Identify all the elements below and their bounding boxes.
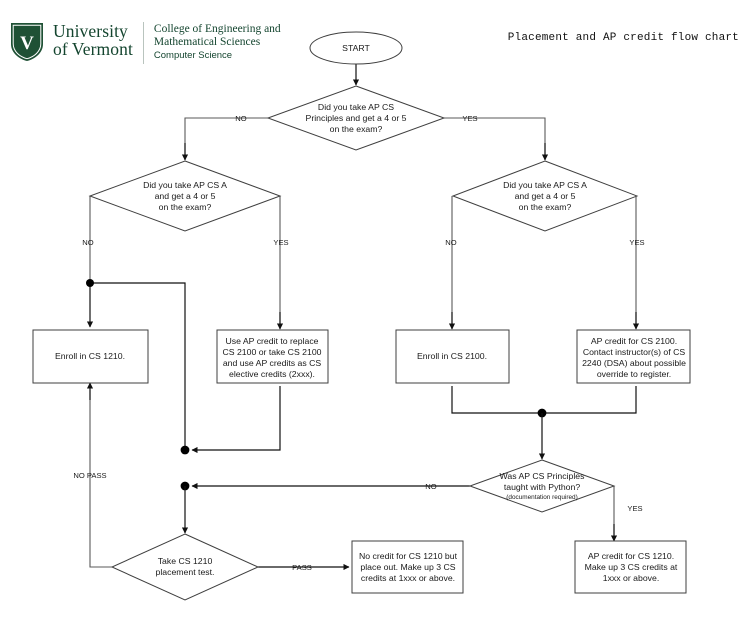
edge-apcredit2100-to-junction (546, 386, 637, 414)
apcredit1210-line-3: 1xxx or above. (603, 573, 660, 583)
node-question-ap-cs-a-left[interactable]: Did you take AP CS A and get a 4 or 5 on… (88, 160, 282, 232)
placement-line-2: placement test. (156, 567, 215, 577)
junction-dot-left (86, 279, 94, 287)
node-question-python[interactable]: Was AP CS Principles taught with Python?… (468, 459, 616, 513)
page-header: V University of Vermont College of Engin… (0, 0, 750, 80)
nocredit1210-line-3: credits at 1xxx or above. (361, 573, 455, 583)
university-line-2: of Vermont (53, 38, 133, 59)
decision-placement-shape (110, 533, 260, 601)
apcredit2100-line-2: Contact instructor(s) of CS (583, 347, 686, 357)
college-name: College of Engineering and Mathematical … (154, 22, 281, 62)
python-line-3: (documentation required) (506, 494, 577, 501)
edge-label-python-yes: YES (627, 504, 642, 513)
edge-label-apcsa-right-yes: YES (629, 238, 644, 247)
start-label: START (342, 43, 370, 53)
process-useap-shape (216, 329, 329, 384)
edge-label-apcsa-left-no: NO (82, 238, 93, 247)
enroll2100-line-1: Enroll in CS 2100. (417, 351, 487, 361)
apcredit2100-line-4: override to register. (597, 369, 671, 379)
python-line-1: Was AP CS Principles (500, 471, 586, 481)
node-ap-credit-cs-1210[interactable]: AP credit for CS 1210. Make up 3 CS cred… (574, 540, 687, 594)
university-wordmark: University of Vermont (53, 22, 133, 59)
edge-junction-right-down (90, 282, 186, 447)
decision-apcsa-right-shape (451, 160, 639, 232)
node-enroll-cs-1210[interactable]: Enroll in CS 1210. (32, 329, 149, 384)
edge-label-principles-no: NO (235, 114, 246, 123)
college-line-1: College of Engineering and (153, 23, 281, 35)
edge-label-principles-yes: YES (462, 114, 477, 123)
university-line-1: University (53, 21, 128, 41)
junction-dot-mid-upper (180, 445, 190, 455)
edge-principles-no (184, 117, 269, 157)
decision-python-shape (468, 459, 616, 513)
node-question-ap-cs-principles[interactable]: Did you take AP CS Principles and get a … (266, 85, 446, 151)
process-nocredit1210-shape (351, 540, 464, 594)
college-line-2: Mathematical Sciences (153, 35, 261, 48)
apcredit2100-line-3: 2240 (DSA) about possible (582, 358, 686, 368)
edge-useap-to-junction (191, 386, 281, 454)
apcsa-left-line-3: on the exam? (159, 202, 212, 212)
placement-line-1: Take CS 1210 (158, 556, 213, 566)
principles-line-2: Principles and get a 4 or 5 (306, 113, 407, 123)
apcredit1210-line-2: Make up 3 CS credits at (585, 562, 678, 572)
apcsa-left-line-1: Did you take AP CS A (143, 180, 227, 190)
python-line-2: taught with Python? (504, 482, 580, 492)
process-enroll2100-shape (395, 329, 510, 384)
nocredit1210-line-2: place out. Make up 3 CS (360, 562, 455, 572)
edge-label-placement-pass: PASS (292, 563, 312, 572)
node-use-ap-credit-replace[interactable]: Use AP credit to replace CS 2100 or take… (216, 329, 329, 384)
principles-line-3: on the exam? (330, 124, 383, 134)
start-terminator-shape (309, 31, 403, 65)
page-title: Placement and AP credit flow chart (507, 32, 739, 44)
edge-label-python-no: NO (425, 482, 436, 491)
process-enroll1210-shape (32, 329, 149, 384)
edge-enroll2100-to-junction (451, 386, 538, 414)
useap-line-1: Use AP credit to replace (225, 336, 318, 346)
edge-label-placement-no-pass: NO PASS (73, 471, 106, 480)
uvm-branding: V University of Vermont College of Engin… (10, 22, 281, 64)
node-question-ap-cs-a-right[interactable]: Did you take AP CS A and get a 4 or 5 on… (451, 160, 639, 232)
useap-line-4: elective credits (2xxx). (229, 369, 315, 379)
apcsa-right-line-2: and get a 4 or 5 (515, 191, 576, 201)
department-name: Computer Science (153, 50, 233, 62)
brand-divider (142, 22, 144, 64)
node-no-credit-cs-1210[interactable]: No credit for CS 1210 but place out. Mak… (351, 540, 464, 594)
apcsa-right-line-3: on the exam? (519, 202, 572, 212)
apcsa-right-line-1: Did you take AP CS A (503, 180, 587, 190)
apcredit2100-line-1: AP credit for CS 2100. (591, 336, 677, 346)
process-apcredit1210-shape (574, 540, 687, 594)
node-start[interactable]: START (309, 31, 403, 65)
nocredit1210-line-1: No credit for CS 1210 but (359, 551, 458, 561)
decision-principles-shape (266, 85, 446, 151)
svg-text:V: V (20, 33, 34, 54)
node-placement-test[interactable]: Take CS 1210 placement test. (110, 533, 260, 601)
node-ap-credit-cs-2100[interactable]: AP credit for CS 2100. Contact instructo… (576, 329, 691, 384)
decision-apcsa-left-shape (88, 160, 282, 232)
edge-label-apcsa-right-no: NO (445, 238, 456, 247)
useap-line-2: CS 2100 or take CS 2100 (222, 347, 321, 357)
process-apcredit2100-shape (576, 329, 691, 384)
enroll1210-line-1: Enroll in CS 1210. (55, 351, 125, 361)
uvm-shield-icon: V (11, 23, 43, 61)
edge-label-apcsa-left-yes: YES (273, 238, 288, 247)
apcsa-left-line-2: and get a 4 or 5 (155, 191, 216, 201)
edge-principles-yes (444, 117, 546, 157)
edge-placement-no-pass (89, 390, 112, 568)
node-enroll-cs-2100[interactable]: Enroll in CS 2100. (395, 329, 510, 384)
principles-line-1: Did you take AP CS (318, 102, 394, 112)
apcredit1210-line-1: AP credit for CS 1210. (588, 551, 674, 561)
useap-line-3: and use AP credits as CS (223, 358, 322, 368)
